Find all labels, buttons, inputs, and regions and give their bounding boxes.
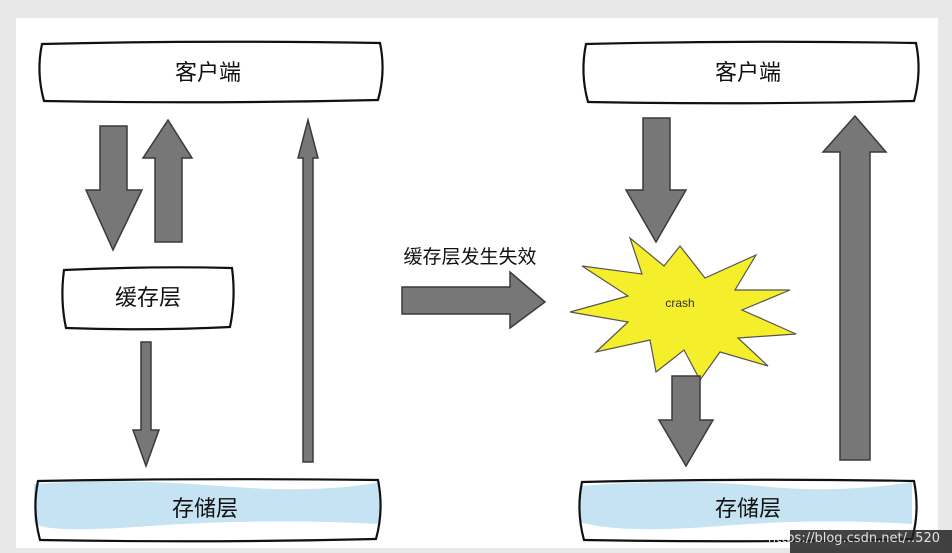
left-client-box: 客户端 (38, 40, 384, 104)
cache-failure-caption: 缓存层发生失效 (403, 246, 536, 268)
left-cache-label: 缓存层 (115, 286, 181, 311)
right-request-down-arrow (624, 117, 688, 244)
right-storage-label: 存储层 (715, 497, 781, 522)
right-storage-to-client-arrow (821, 114, 888, 461)
left-client-label: 客户端 (175, 61, 241, 86)
watermark-text: https://blog.csdn.net/..520 (768, 531, 940, 546)
crash-starburst: crash (569, 236, 797, 382)
crash-label: crash (665, 296, 694, 310)
left-cache-to-storage-arrow (131, 341, 161, 469)
left-response-up-arrow (141, 118, 194, 243)
left-storage-box: 存储层 (34, 478, 382, 543)
transition-right-arrow (401, 270, 547, 330)
right-client-label: 客户端 (715, 61, 781, 86)
left-cache-box: 缓存层 (61, 266, 235, 331)
right-crash-to-storage-arrow (657, 375, 715, 468)
left-storage-to-client-arrow (297, 117, 319, 463)
left-storage-label: 存储层 (172, 497, 238, 522)
panel-background (16, 18, 938, 548)
right-storage-box: 存储层 (578, 478, 918, 543)
right-client-box: 客户端 (582, 40, 920, 105)
watermark-strip (790, 530, 952, 553)
left-request-down-arrow (84, 125, 144, 252)
